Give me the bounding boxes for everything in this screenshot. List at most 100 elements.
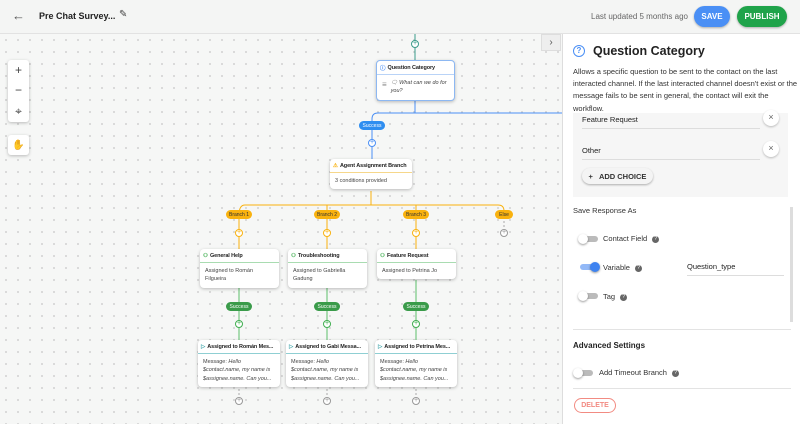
tag-toggle[interactable] (578, 290, 598, 301)
variable-toggle[interactable] (580, 261, 600, 272)
message-preview: Hello $contact.name, my name is $assigne… (380, 359, 449, 382)
node-title: Troubleshooting (297, 252, 340, 259)
add-choice-button[interactable]: + ADD CHOICE (582, 168, 653, 184)
choice-input[interactable]: Other (582, 146, 760, 160)
success-label: Success (403, 302, 429, 311)
message-label: Message: (203, 359, 227, 365)
add-step-icon[interactable]: + (235, 397, 243, 405)
send-icon: ▷ (378, 343, 383, 350)
add-step-icon[interactable]: + (323, 320, 331, 328)
top-bar: ← Pre Chat Survey... ✎ Last updated 5 mo… (0, 0, 800, 34)
contact-field-label: Contact Field (603, 234, 648, 243)
add-step-icon[interactable]: + (235, 320, 243, 328)
choice-input[interactable]: Feature Request (582, 115, 760, 129)
save-button[interactable]: SAVE (694, 6, 730, 27)
choices-list: Feature Request × Other × + ADD CHOICE (573, 110, 788, 197)
branch-icon: ⚠ (333, 162, 338, 169)
question-icon: ? (573, 45, 585, 57)
assign-node[interactable]: ⚇General Help Assigned to Román Filgueir… (200, 249, 279, 288)
remove-choice-icon[interactable]: × (763, 141, 779, 157)
node-body: 3 conditions provided (335, 178, 387, 184)
last-updated: Last updated 5 months ago (591, 12, 688, 21)
pan-hand-icon[interactable]: ✋ (8, 135, 29, 155)
node-body: Assigned to Román Filgueira (205, 268, 253, 283)
help-icon[interactable]: ? (652, 235, 660, 243)
back-arrow-icon[interactable]: ← (12, 8, 25, 23)
message-preview: Hello $contact.name, my name is $assigne… (291, 359, 360, 382)
branch-label: Else (495, 210, 513, 219)
node-title: General Help (209, 252, 243, 259)
success-label: Success (314, 302, 340, 311)
message-preview: Hello $contact.name, my name is $assigne… (203, 359, 272, 382)
add-step-icon[interactable]: + (411, 40, 419, 48)
remove-choice-icon[interactable]: × (763, 110, 779, 126)
delete-button[interactable]: DELETE (574, 398, 616, 413)
add-step-icon[interactable]: + (500, 229, 508, 237)
message-label: Message: (291, 359, 315, 365)
add-step-icon[interactable]: + (412, 320, 420, 328)
publish-button[interactable]: PUBLISH (737, 6, 787, 27)
node-title: Assigned to Gabi Messa... (295, 343, 361, 350)
message-node[interactable]: ▷Assigned to Román Mes... Message: Hello… (198, 340, 280, 387)
assign-node[interactable]: ⚇Troubleshooting Assigned to Gabriella G… (288, 249, 367, 288)
question-icon: ⓘ (380, 65, 386, 72)
zoom-controls: + − ⌖ (8, 60, 29, 122)
pencil-icon[interactable]: ✎ (119, 9, 128, 20)
assign-user-icon: ⚇ (291, 252, 296, 259)
assign-user-icon: ⚇ (203, 252, 208, 259)
assign-node[interactable]: ⚇Feature Request Assigned to Petrina Jo (377, 249, 456, 280)
node-title: Assigned to Román Mes... (207, 343, 274, 350)
add-step-icon[interactable]: + (368, 139, 376, 147)
add-step-icon[interactable]: + (412, 397, 420, 405)
properties-panel: ? Question Category Allows a specific que… (562, 34, 800, 424)
add-choice-label: ADD CHOICE (598, 171, 647, 181)
help-icon[interactable]: ? (634, 264, 642, 272)
node-body: Assigned to Petrina Jo (382, 268, 438, 274)
recenter-icon[interactable]: ⌖ (15, 103, 22, 118)
node-title: Assigned to Petrina Mes... (384, 343, 451, 350)
advanced-settings-heading: Advanced Settings (573, 341, 646, 350)
add-step-icon[interactable]: + (323, 397, 331, 405)
send-icon: ▷ (289, 343, 294, 350)
node-title: Agent Assignment Branch (339, 162, 407, 169)
save-response-heading: Save Response As (573, 206, 637, 215)
connector-lines (238, 34, 562, 397)
message-node[interactable]: ▷Assigned to Gabi Messa... Message: Hell… (286, 340, 368, 387)
timeout-label: Add Timeout Branch (599, 368, 667, 377)
contact-field-toggle[interactable] (578, 233, 598, 244)
tag-label: Tag (603, 292, 616, 301)
divider (573, 329, 791, 330)
success-label: Success (226, 302, 252, 311)
node-body: Assigned to Gabriella Gadung (293, 268, 346, 283)
plus-icon: + (588, 171, 593, 181)
collapse-panel-button[interactable]: › (541, 34, 561, 51)
add-step-icon[interactable]: + (412, 229, 420, 237)
branch-label: Branch 2 (314, 210, 340, 219)
message-node[interactable]: ▷Assigned to Petrina Mes... Message: Hel… (375, 340, 457, 387)
variable-input[interactable]: Question_type (687, 262, 784, 276)
add-step-icon[interactable]: + (235, 229, 243, 237)
success-label: Success (359, 121, 385, 130)
zoom-out-icon[interactable]: − (14, 83, 22, 98)
variable-label: Variable (603, 263, 630, 272)
node-title: Question Category (387, 64, 436, 71)
panel-description: Allows a specific question to be sent to… (573, 67, 798, 113)
help-icon[interactable]: ? (671, 369, 679, 377)
node-title: Feature Request (386, 252, 429, 259)
send-icon: ▷ (201, 343, 206, 350)
add-step-icon[interactable]: + (323, 229, 331, 237)
help-icon[interactable]: ? (620, 293, 628, 301)
workflow-title: Pre Chat Survey... (39, 11, 116, 21)
scrollbar[interactable] (790, 207, 793, 322)
list-icon: ≡ (382, 80, 387, 89)
agent-branch-node[interactable]: ⚠Agent Assignment Branch 3 conditions pr… (330, 159, 412, 190)
timeout-toggle[interactable] (573, 367, 593, 378)
assign-user-icon: ⚇ (380, 252, 385, 259)
zoom-in-icon[interactable]: + (14, 63, 22, 78)
divider (573, 388, 791, 389)
panel-title: Question Category (593, 44, 705, 58)
node-body: 🗨 What can we do for you? (390, 80, 447, 95)
message-label: Message: (380, 359, 404, 365)
